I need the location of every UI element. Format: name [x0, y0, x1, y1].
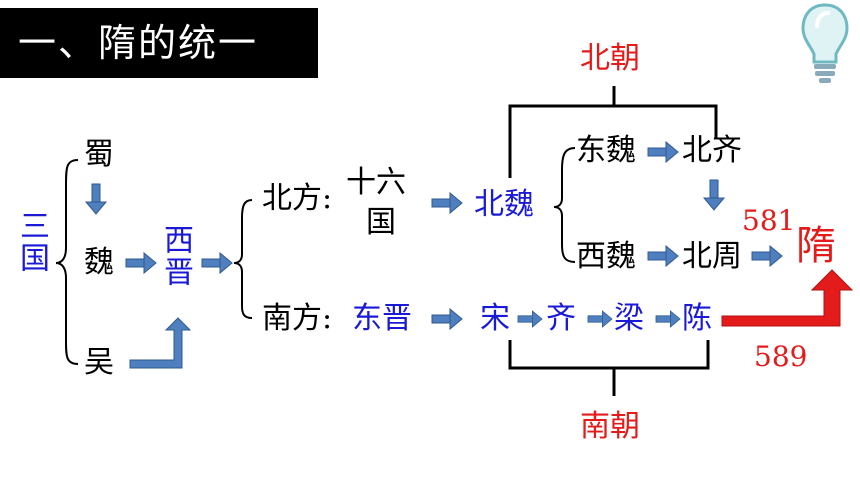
label-year-581: 581: [742, 204, 796, 237]
arrow-xijin-split: [201, 252, 233, 274]
node-guo: 国: [366, 205, 396, 240]
page-title: 一、隋的统一: [0, 8, 318, 78]
brace-beiwei: [553, 147, 576, 263]
arrow-chen-sui: [721, 269, 854, 327]
brace-xijin: [233, 199, 253, 319]
arrow-shiliu-beiwei: [431, 192, 463, 214]
node-shu: 蜀: [84, 137, 114, 172]
arrow-dongwei-beiqi: [647, 141, 679, 163]
arrow-song-qi: [517, 310, 543, 328]
arrow-wei-xijin: [125, 252, 157, 274]
arrow-beizhou-sui: [751, 245, 783, 267]
node-beiwei: 北魏: [474, 187, 534, 222]
label-year-589: 589: [754, 340, 808, 373]
node-dongwei: 东魏: [576, 133, 636, 168]
node-xijin: 西晋: [158, 224, 193, 288]
node-liang: 梁: [614, 301, 644, 336]
arrow-shu-wei: [85, 183, 107, 215]
node-xiwei: 西魏: [576, 239, 636, 274]
node-wei: 魏: [84, 245, 114, 280]
arrow-wu-xijin: [129, 317, 192, 369]
arrow-xiwei-beizhou: [647, 245, 679, 267]
brace-sanguo: [55, 159, 79, 365]
lightbulb-icon: [801, 3, 849, 83]
node-wu: 吴: [84, 345, 114, 380]
arrow-dongjin-song: [431, 308, 463, 330]
node-beizhou: 北周: [682, 239, 742, 274]
node-sanguo: 三国: [14, 210, 49, 274]
node-song: 宋: [480, 301, 510, 336]
arrow-liang-chen: [655, 310, 681, 328]
node-shiliu: 十六: [346, 165, 406, 200]
node-sui: 隋: [796, 223, 836, 269]
label-north: 北方:: [262, 181, 333, 216]
node-qi: 齐: [546, 301, 576, 336]
node-chen: 陈: [682, 301, 712, 336]
bracket-nanchao: [508, 340, 710, 370]
arrow-beiqi-beizhou: [703, 179, 725, 211]
node-beiqi: 北齐: [682, 133, 742, 168]
label-beichao: 北朝: [580, 41, 640, 76]
node-dongjin: 东晋: [352, 301, 412, 336]
arrow-qi-liang: [587, 310, 613, 328]
label-south: 南方:: [262, 301, 333, 336]
label-nanchao: 南朝: [580, 409, 640, 444]
